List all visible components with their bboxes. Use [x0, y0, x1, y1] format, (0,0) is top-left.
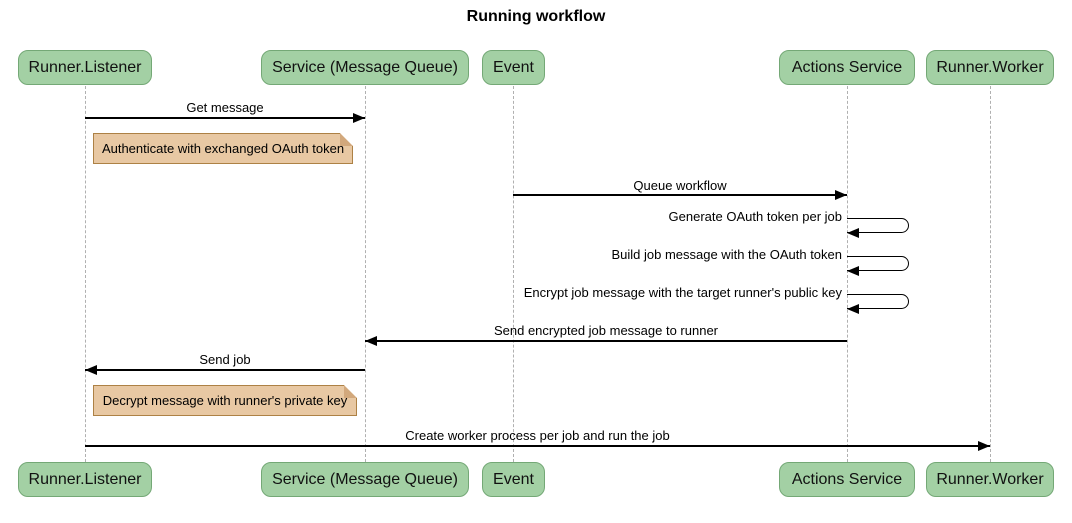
note-authenticate: Authenticate with exchanged OAuth token — [93, 133, 353, 164]
lifeline-runner-listener — [85, 86, 86, 462]
message-label-create-worker-process: Create worker process per job and run th… — [405, 428, 670, 443]
message-line-send-encrypted-job — [365, 340, 847, 342]
participant-runner-listener-top: Runner.Listener — [18, 50, 152, 85]
message-label-encrypt-job-message: Encrypt job message with the target runn… — [523, 285, 842, 300]
arrowhead-icon — [978, 441, 990, 451]
message-label-generate-oauth-token: Generate OAuth token per job — [668, 209, 842, 224]
message-label-build-job-message: Build job message with the OAuth token — [611, 247, 842, 262]
note-decrypt: Decrypt message with runner's private ke… — [93, 385, 357, 416]
lifeline-event — [513, 86, 514, 462]
note-text: Authenticate with exchanged OAuth token — [101, 141, 345, 156]
message-label-send-encrypted-job: Send encrypted job message to runner — [493, 323, 719, 338]
participant-service-message-queue-top: Service (Message Queue) — [261, 50, 469, 85]
message-line-queue-workflow — [513, 194, 847, 196]
participant-runner-worker-top: Runner.Worker — [926, 50, 1054, 85]
arrowhead-icon — [847, 228, 859, 238]
arrowhead-icon — [353, 113, 365, 123]
self-loop-line — [847, 294, 909, 309]
participant-event-top: Event — [482, 50, 545, 85]
lifeline-service-message-queue — [365, 86, 366, 462]
diagram-title: Running workflow — [466, 8, 606, 25]
arrowhead-icon — [835, 190, 847, 200]
participant-actions-service-top: Actions Service — [779, 50, 915, 85]
arrowhead-icon — [847, 266, 859, 276]
lifeline-runner-worker — [990, 86, 991, 462]
message-label-send-job: Send job — [199, 352, 251, 367]
participant-runner-listener-bottom: Runner.Listener — [18, 462, 152, 497]
participant-actions-service-bottom: Actions Service — [779, 462, 915, 497]
message-line-send-job — [85, 369, 365, 371]
message-label-get-message: Get message — [186, 100, 264, 115]
message-line-create-worker-process — [85, 445, 990, 447]
lifeline-actions-service — [847, 86, 848, 462]
self-loop-line — [847, 256, 909, 271]
self-loop-line — [847, 218, 909, 233]
participant-runner-worker-bottom: Runner.Worker — [926, 462, 1054, 497]
arrowhead-icon — [365, 336, 377, 346]
note-text: Decrypt message with runner's private ke… — [102, 393, 348, 408]
arrowhead-icon — [847, 304, 859, 314]
message-label-queue-workflow: Queue workflow — [633, 178, 727, 193]
participant-service-message-queue-bottom: Service (Message Queue) — [261, 462, 469, 497]
arrowhead-icon — [85, 365, 97, 375]
message-line-get-message — [85, 117, 365, 119]
participant-event-bottom: Event — [482, 462, 545, 497]
